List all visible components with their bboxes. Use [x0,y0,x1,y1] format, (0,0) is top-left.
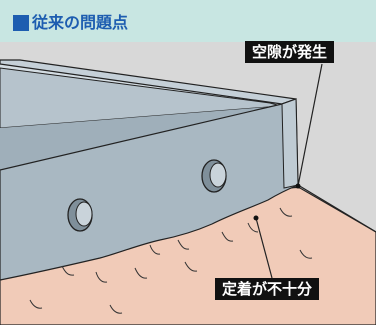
gap-leader-line [297,63,323,187]
gap-label: 空隙が発生 [245,41,335,63]
bolt-hole [201,159,227,193]
adhesion-leader-line [255,217,273,279]
box-edge [281,98,299,189]
section-title: 従来の問題点 [13,14,128,32]
box-front-face [0,98,299,281]
title-marker-square [13,15,29,31]
poor-adhesion-label: 定着が不十分 [215,278,320,300]
bolt-hole [67,198,93,232]
soil-texture [29,207,313,314]
gap-point-marker [295,183,301,189]
adhesion-point-marker [253,215,259,221]
title-text: 従来の問題点 [32,13,129,32]
wall-floor-line [297,184,376,233]
